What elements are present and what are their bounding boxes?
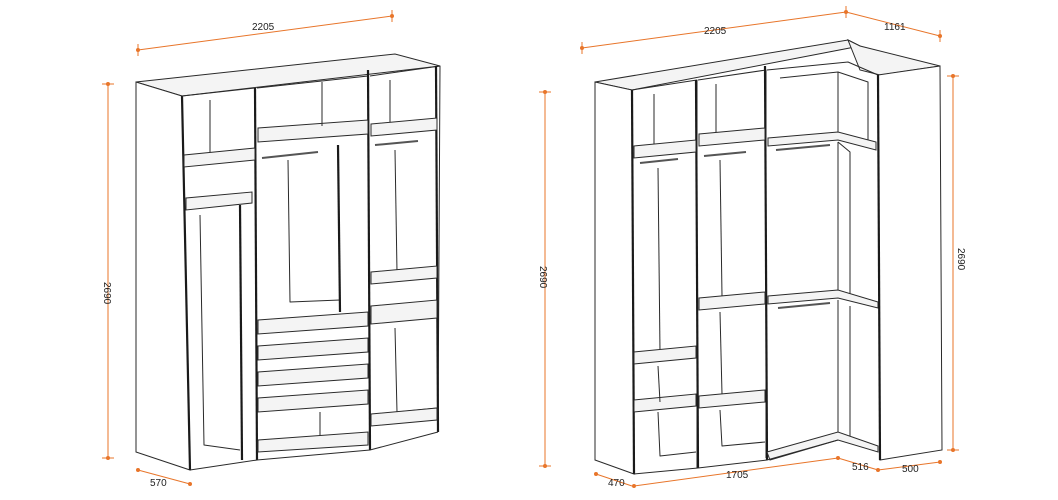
right-bay-drawer xyxy=(370,299,438,325)
r-corner-rail xyxy=(775,144,831,151)
left-bay-edge xyxy=(253,87,259,461)
right-width-dim-line xyxy=(581,11,847,49)
left-bay-divider xyxy=(181,87,258,456)
right-bottom-width-dim: 1705 xyxy=(726,470,749,481)
right-wardrobe xyxy=(594,38,943,475)
right-bottom-depth-line xyxy=(595,473,633,487)
middle-rail xyxy=(261,151,319,159)
right-bay-rail xyxy=(374,140,419,146)
left-width-dim-line xyxy=(137,15,393,51)
r-bay2-shelf-2 xyxy=(698,291,766,311)
right-bottom-width-line xyxy=(633,457,839,487)
right-width-dim: 2205 xyxy=(704,26,727,37)
left-depth-dim-line xyxy=(137,469,191,485)
left-bay-inner xyxy=(199,214,241,451)
left-base-line xyxy=(189,431,439,471)
left-depth-dim: 570 xyxy=(150,478,167,489)
right-left-panel xyxy=(594,81,635,475)
drawer-3 xyxy=(257,363,369,387)
r-bay1-rail xyxy=(639,158,679,164)
r-corner-top xyxy=(766,61,879,76)
left-height-dim: 2690 xyxy=(101,282,112,305)
right-bottom-corner-dim: 516 xyxy=(852,462,869,473)
right-height-dim-right: 2690 xyxy=(955,248,966,271)
right-bottom-end-line xyxy=(877,461,941,471)
drawer-4 xyxy=(257,389,369,413)
r-corner-floor xyxy=(766,431,879,461)
right-bay-lower-inner xyxy=(394,327,438,413)
r-corner-shelf-top xyxy=(767,131,877,151)
right-height-dim-left: 2690 xyxy=(537,266,548,289)
drawer-2 xyxy=(257,337,369,361)
right-dimensions: 2205 1161 2690 2690 470 1705 516 500 xyxy=(537,6,966,489)
r-corner-back-upper xyxy=(779,71,839,132)
left-bay-door-edge xyxy=(238,204,244,461)
right-bottom-depth-dim: 470 xyxy=(608,478,625,489)
right-end-edge xyxy=(876,74,882,461)
r-bay1-inner xyxy=(657,167,661,353)
right-bay-bottom xyxy=(370,407,438,427)
middle-bottom-shelf xyxy=(257,431,369,453)
right-bay-inner xyxy=(394,149,398,273)
r-bay2-bottom-inner xyxy=(719,409,766,447)
r-bay1-shelf-3 xyxy=(633,393,697,413)
left-dimensions: 2205 2690 570 xyxy=(101,10,394,489)
left-bay-shelf-1 xyxy=(183,147,256,168)
r-bay2-inner xyxy=(719,159,723,297)
middle-inner-back xyxy=(287,159,341,303)
right-bay-outline xyxy=(369,65,441,431)
left-top-slab xyxy=(135,53,441,97)
left-wardrobe xyxy=(135,53,441,471)
left-width-dim: 2205 xyxy=(252,22,275,33)
left-bay-shelf-2 xyxy=(185,191,253,211)
r-corner-shelf-mid xyxy=(767,289,879,309)
r-corner-rail-2 xyxy=(777,302,831,309)
r-bay1-edge xyxy=(694,79,700,469)
r-bay1-bottom-inner xyxy=(657,411,697,457)
middle-shelf-top xyxy=(257,119,369,143)
right-corner-dim-line xyxy=(845,11,941,37)
right-bottom-corner-line xyxy=(837,457,879,471)
right-bottom-end-dim: 500 xyxy=(902,464,919,475)
r-bay1-shelf-2 xyxy=(633,345,697,365)
right-bay-shelf-mid xyxy=(370,265,438,285)
right-end-panel xyxy=(877,65,943,461)
left-side-edge xyxy=(180,95,192,471)
right-corner-depth-dim: 1161 xyxy=(884,22,906,33)
middle-divider xyxy=(336,144,342,313)
r-bay1-shelf-top xyxy=(633,139,697,159)
drawer-1 xyxy=(257,311,369,335)
r-bay2-shelf-top xyxy=(698,127,766,147)
right-base-line xyxy=(633,439,839,475)
r-bay2-rail xyxy=(703,151,747,157)
right-bay-shelf-top xyxy=(370,117,438,137)
r-bay2-shelf-3 xyxy=(698,389,766,409)
